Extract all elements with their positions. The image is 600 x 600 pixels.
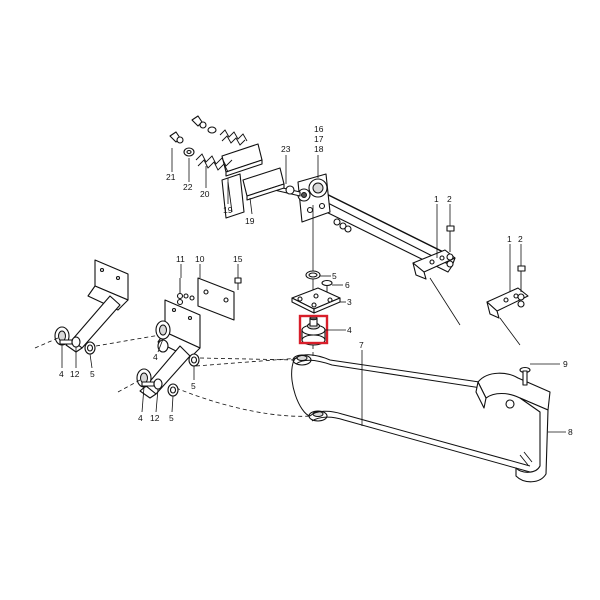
callout-12-front: 12 xyxy=(150,413,160,423)
callout-23: 23 xyxy=(281,144,291,154)
callout-4-pulley: 4 xyxy=(347,325,352,335)
pulley-mount-plate xyxy=(297,173,331,223)
highlight-box xyxy=(298,314,329,345)
belt-7 xyxy=(291,354,531,473)
roller-4-front-upper xyxy=(155,320,171,340)
callout-1-upper: 1 xyxy=(434,194,439,204)
callout-2-lower: 2 xyxy=(518,234,523,244)
bolt-11 xyxy=(176,278,184,306)
spring-plate-19b xyxy=(242,167,285,201)
plate-10 xyxy=(197,277,235,321)
callout-1-lower: 1 xyxy=(507,234,512,244)
callout-18: 18 xyxy=(314,144,324,154)
leader-lines xyxy=(61,148,566,433)
callout-8: 8 xyxy=(568,427,573,437)
belt-pulley-lower xyxy=(308,410,328,422)
bolt-9 xyxy=(519,366,531,386)
callout-5-rear: 5 xyxy=(90,369,95,379)
hardware-stack-left xyxy=(183,293,195,301)
washer-12-rear xyxy=(71,336,81,348)
callout-19-right: 19 xyxy=(245,216,255,226)
bracket-1-upper xyxy=(412,249,456,280)
callout-labels: 16 17 18 23 21 22 20 19 19 1 2 1 2 11 10… xyxy=(59,124,573,437)
wing-nut-21 xyxy=(169,131,184,144)
callout-7: 7 xyxy=(359,340,364,350)
belt-guard-8 xyxy=(475,372,551,483)
callout-21: 21 xyxy=(166,172,176,182)
bracket-arm-19 xyxy=(221,173,245,219)
plate-3 xyxy=(291,287,341,314)
callout-6: 6 xyxy=(345,280,350,290)
bolt-2-lower xyxy=(517,265,526,308)
washer-5-center xyxy=(305,270,321,280)
left-arm-bracket-front xyxy=(139,299,201,399)
callout-22: 22 xyxy=(183,182,193,192)
callout-20: 20 xyxy=(200,189,210,199)
bolt-2-upper xyxy=(446,225,455,268)
wing-nut-upper xyxy=(191,115,217,134)
callout-2-upper: 2 xyxy=(447,194,452,204)
idler-pulley-4 xyxy=(301,315,326,346)
callout-5-mid: 5 xyxy=(191,381,196,391)
callout-19-left: 19 xyxy=(223,205,233,215)
callout-9: 9 xyxy=(563,359,568,369)
ring-5-front xyxy=(188,353,200,367)
main-arm-shaft xyxy=(311,189,456,273)
callout-17: 17 xyxy=(314,134,324,144)
bracket-1-lower xyxy=(486,287,529,319)
callout-11: 11 xyxy=(176,254,185,264)
washer-22 xyxy=(183,147,195,157)
roller-4-rear xyxy=(54,326,73,346)
roller-4-front xyxy=(136,368,155,388)
callout-4-rear: 4 xyxy=(59,369,64,379)
ring-5-front-lower xyxy=(167,383,179,397)
callout-16: 16 xyxy=(314,124,324,134)
callout-12-rear: 12 xyxy=(70,369,80,379)
roller-4-mid xyxy=(157,339,169,353)
callout-4-front: 4 xyxy=(138,413,143,423)
bolt-15 xyxy=(234,277,242,290)
washer-12-front xyxy=(153,378,163,390)
spring-upper xyxy=(219,129,248,146)
callout-5-front: 5 xyxy=(169,413,174,423)
callout-4-mid: 4 xyxy=(153,352,158,362)
callout-5-center: 5 xyxy=(332,271,337,281)
spring-plate-19a xyxy=(221,143,263,177)
ring-5-rear xyxy=(84,341,96,355)
shaft-nuts xyxy=(333,218,352,233)
callout-10: 10 xyxy=(195,254,205,264)
callout-15: 15 xyxy=(233,254,243,264)
callout-3: 3 xyxy=(347,297,352,307)
spring-20 xyxy=(195,153,233,173)
